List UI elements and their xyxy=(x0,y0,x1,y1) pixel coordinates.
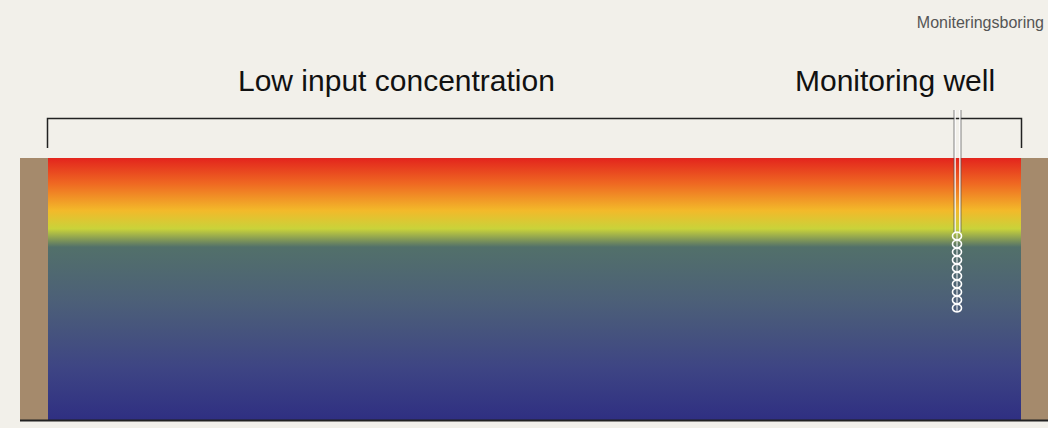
well-screen-axis xyxy=(957,232,958,312)
well-screen xyxy=(957,264,962,272)
original-label: Moniteringsboring xyxy=(917,14,1044,32)
tank-wall xyxy=(1021,158,1048,420)
well-screen xyxy=(957,232,962,240)
tank-bottom xyxy=(20,420,1048,422)
concentration-gradient xyxy=(48,158,1021,420)
well-screen xyxy=(957,248,962,256)
monitoring-well xyxy=(953,110,962,312)
well-screen xyxy=(957,256,962,264)
bracket xyxy=(48,119,1022,149)
well-screen xyxy=(957,280,962,288)
well-screen xyxy=(957,288,962,296)
well-screen xyxy=(957,296,962,304)
tank-wall xyxy=(20,158,48,420)
well-screen xyxy=(957,240,962,248)
caption-label: Monitoring well xyxy=(795,64,995,97)
well-screen xyxy=(957,304,962,312)
well-screen xyxy=(957,272,962,280)
caption-label: Low input concentration xyxy=(238,64,555,97)
